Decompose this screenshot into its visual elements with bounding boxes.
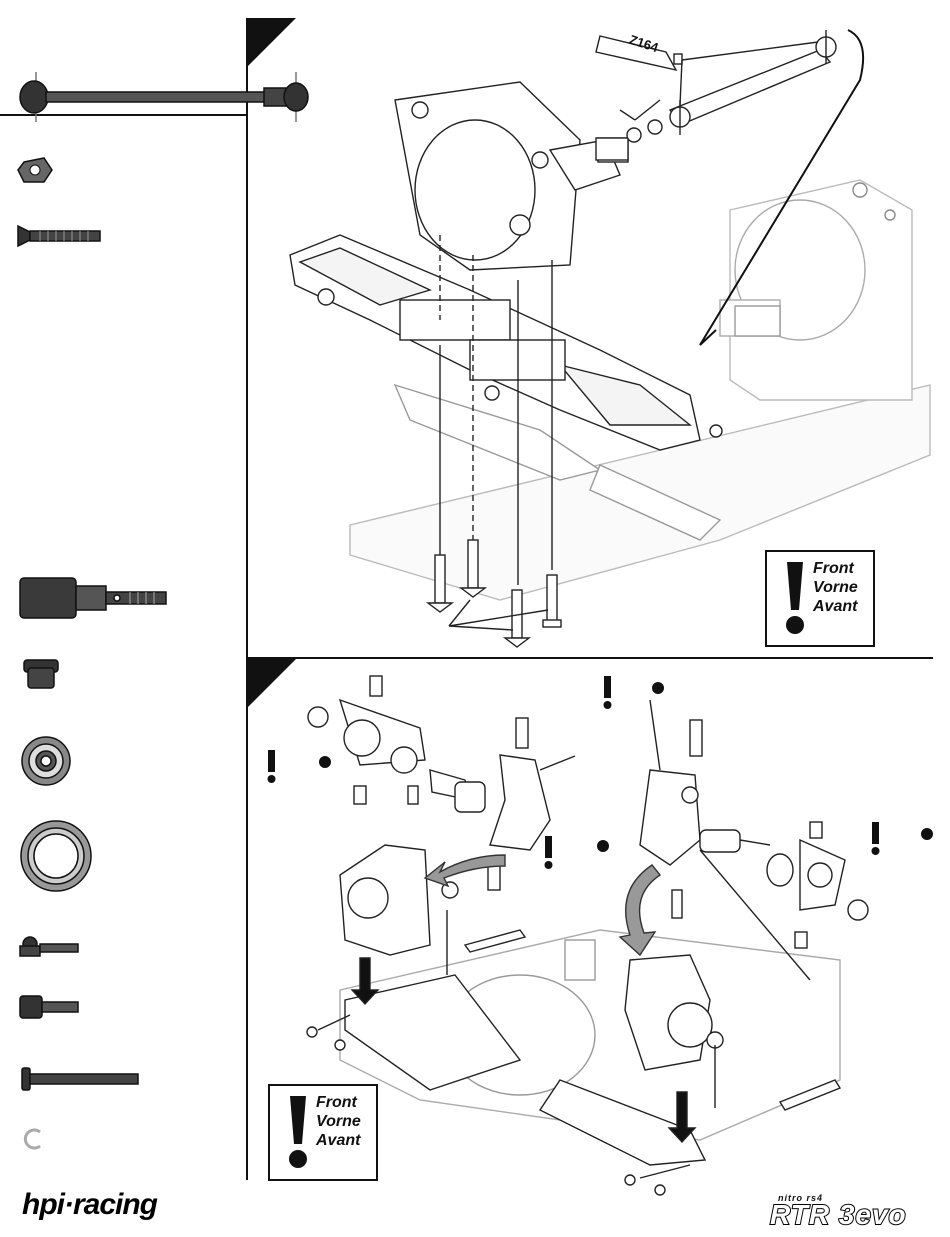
step-marker-bottom (248, 659, 296, 707)
small-bearing-part (22, 737, 70, 785)
drive-shaft-part (20, 72, 308, 122)
hinge-pin-part (22, 1068, 138, 1090)
step-marker-top (248, 18, 296, 66)
warning-marks (268, 676, 934, 869)
note-line-1: Front (316, 1093, 357, 1112)
cap-screw-part (20, 996, 78, 1018)
rtr-3evo-logo: RTR 3evo (770, 1199, 907, 1231)
large-bearing-part (21, 821, 91, 891)
drive-cup-part (20, 578, 166, 618)
note-line-3: Avant (316, 1131, 360, 1150)
ball-stud-part (20, 937, 78, 956)
note-line-2: Vorne (316, 1112, 361, 1131)
note-line-1: Front (813, 559, 854, 578)
exclamation-icon (773, 552, 813, 645)
e-clip-part (25, 1130, 40, 1148)
front-note-bottom: Front Vorne Avant (268, 1084, 378, 1181)
bottom-step-drawing (307, 676, 868, 1195)
note-line-2: Vorne (813, 578, 858, 597)
note-line-3: Avant (813, 597, 857, 616)
hpi-racing-logo: hpi·racing (22, 1188, 157, 1222)
exclamation-icon (276, 1086, 316, 1179)
flanged-bushing-part (24, 660, 58, 688)
front-note-top: Front Vorne Avant (765, 550, 875, 647)
lock-nut-part (18, 158, 52, 182)
countersunk-screw-part (18, 226, 100, 246)
